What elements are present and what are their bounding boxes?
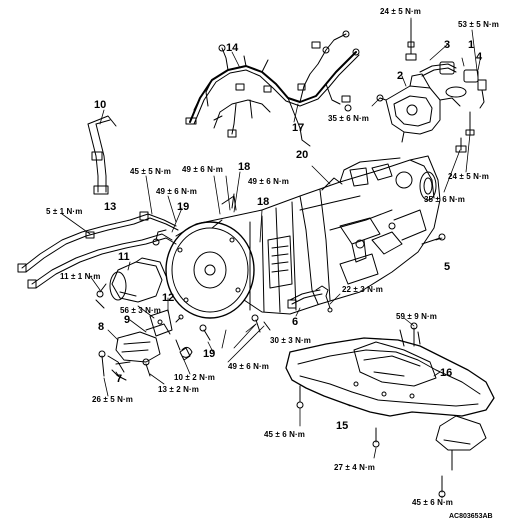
- torque-35-upper: 35 ± 6 N·m: [328, 114, 369, 123]
- torque-10-2: 10 ± 2 N·m: [174, 373, 215, 382]
- crossmember: [285, 337, 495, 498]
- callout-13: 13: [104, 201, 117, 213]
- torque-11-1: 11 ± 1 N·m: [60, 272, 101, 281]
- callout-12: 12: [162, 292, 175, 304]
- callout-18-upper: 18: [238, 161, 251, 173]
- torque-56-3: 56 ± 3 N·m: [120, 306, 161, 315]
- torque-49-b: 49 ± 6 N·m: [156, 187, 197, 196]
- callout-8: 8: [98, 321, 105, 333]
- torque-45-6-bottom: 45 ± 6 N·m: [412, 498, 453, 507]
- engine-mount-16: [353, 322, 437, 387]
- wiring-harness: [185, 30, 360, 147]
- figure-code: AC803653AB: [449, 513, 493, 520]
- torque-30-3: 30 ± 3 N·m: [270, 336, 311, 345]
- torque-27-4: 27 ± 4 N·m: [334, 463, 375, 472]
- spring-clip: [175, 339, 193, 361]
- callout-14: 14: [226, 42, 239, 54]
- torque-35-right: 35 ± 6 N·m: [424, 195, 465, 204]
- callout-18-lower: 18: [257, 196, 270, 208]
- torque-49-a: 49 ± 6 N·m: [182, 165, 223, 174]
- callout-19-upper: 19: [177, 201, 190, 213]
- torque-24-right: 24 ± 5 N·m: [448, 172, 489, 181]
- torque-59-9: 59 ± 9 N·m: [396, 312, 437, 321]
- cooler-lines: [17, 211, 179, 289]
- transmission-body: [152, 155, 446, 319]
- torque-49-c: 49 ± 6 N·m: [248, 177, 289, 186]
- torque-45-6-left: 45 ± 6 N·m: [264, 430, 305, 439]
- callout-4: 4: [476, 51, 483, 63]
- torque-26-5: 26 ± 5 N·m: [92, 395, 133, 404]
- callout-15: 15: [336, 420, 349, 432]
- callout-17: 17: [292, 122, 305, 134]
- torque-53: 53 ± 5 N·m: [458, 20, 499, 29]
- bracket-12: [149, 309, 184, 337]
- torque-24-top: 24 ± 5 N·m: [380, 7, 421, 16]
- callout-9: 9: [124, 314, 131, 326]
- lower-bolts: [199, 314, 271, 341]
- callout-16: 16: [440, 367, 453, 379]
- starter-motor: [95, 257, 167, 309]
- torque-13-2: 13 ± 2 N·m: [158, 385, 199, 394]
- torque-22-3: 22 ± 3 N·m: [342, 285, 383, 294]
- callout-1: 1: [468, 39, 475, 51]
- callout-19-lower: 19: [203, 348, 216, 360]
- rear-mount-bracket: [376, 19, 487, 153]
- heat-protector: [98, 323, 171, 381]
- callout-3: 3: [444, 39, 451, 51]
- callout-11: 11: [118, 251, 130, 263]
- speed-sensor: [287, 285, 333, 313]
- shift-lever: [87, 115, 117, 195]
- callout-6: 6: [292, 316, 299, 328]
- torque-5-1: 5 ± 1 N·m: [46, 207, 83, 216]
- leader-lines: [61, 17, 481, 499]
- callout-20: 20: [296, 149, 309, 161]
- torque-49-d: 49 ± 6 N·m: [228, 362, 269, 371]
- callout-10: 10: [94, 99, 107, 111]
- callout-7: 7: [116, 373, 123, 385]
- callout-2: 2: [397, 70, 404, 82]
- torque-45-5: 45 ± 5 N·m: [130, 167, 171, 176]
- callout-5: 5: [444, 261, 451, 273]
